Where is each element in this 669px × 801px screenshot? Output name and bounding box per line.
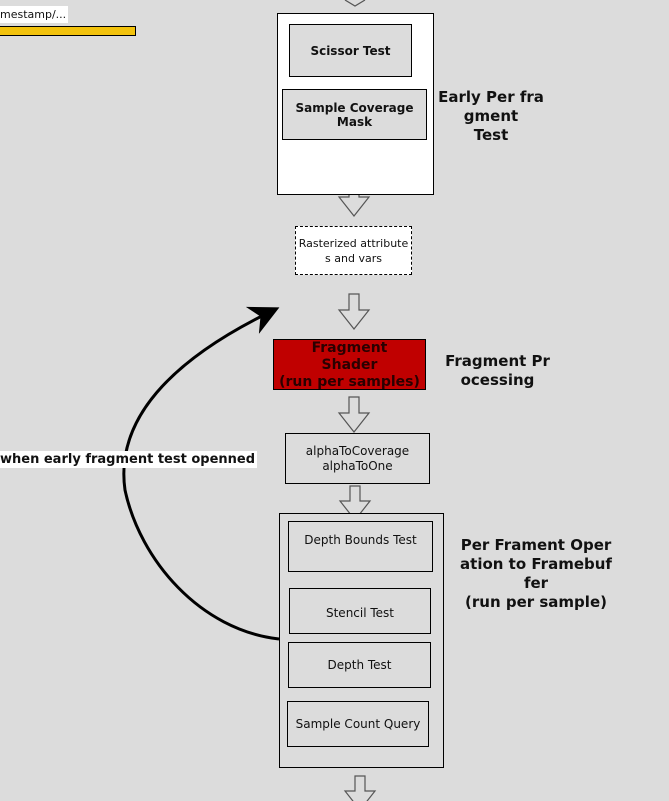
flow-arrow-icon bbox=[343, 775, 377, 801]
label-line: fer bbox=[523, 574, 549, 592]
label-line: (run per sample) bbox=[465, 593, 607, 611]
label-line: alphaToOne bbox=[322, 458, 393, 473]
flow-arrow-icon bbox=[344, 0, 366, 7]
fragment-shader-box[interactable]: Fragment Shader (run per samples) bbox=[273, 339, 426, 390]
label-line: Fragment Pr bbox=[445, 352, 550, 370]
label-line: s and vars bbox=[325, 251, 382, 265]
label-line: alphaToCoverage bbox=[305, 443, 410, 458]
progress-bar bbox=[0, 26, 136, 36]
timestamp-label: mestamp/... bbox=[0, 6, 69, 23]
label-line: Early Per fra bbox=[438, 88, 544, 106]
flow-arrow-icon bbox=[337, 396, 371, 433]
depth-bounds-test-box[interactable]: Depth Bounds Test bbox=[288, 521, 433, 572]
flow-arrow-icon bbox=[338, 485, 372, 521]
flow-arrow-icon bbox=[337, 293, 371, 330]
loop-back-arrow bbox=[122, 306, 280, 641]
label-line: Per Frament Oper bbox=[460, 536, 612, 554]
fragment-processing-label: Fragment Pr ocessing bbox=[440, 352, 555, 390]
label-line: Shader bbox=[321, 357, 378, 373]
sample-count-query-box[interactable]: Sample Count Query bbox=[287, 701, 429, 747]
alpha-to-coverage-box[interactable]: alphaToCoverage alphaToOne bbox=[285, 433, 430, 484]
label-line: Test bbox=[473, 126, 509, 144]
label-line: Rasterized attribute bbox=[298, 236, 409, 250]
depth-test-box[interactable]: Depth Test bbox=[288, 642, 431, 688]
label-line: Fragment bbox=[311, 340, 388, 356]
label-line: (run per samples) bbox=[279, 374, 420, 390]
early-fragment-test-note: when early fragment test openned bbox=[0, 451, 258, 468]
scissor-test-box[interactable]: Scissor Test bbox=[289, 24, 412, 77]
rasterized-attributes-box[interactable]: Rasterized attribute s and vars bbox=[295, 226, 412, 275]
label-line: ation to Framebuf bbox=[460, 555, 612, 573]
early-fragment-test-label: Early Per fra gment Test bbox=[436, 88, 546, 145]
label-line: gment bbox=[463, 107, 519, 125]
progress-bar-fill bbox=[0, 27, 135, 35]
stencil-test-box[interactable]: Stencil Test bbox=[289, 588, 431, 634]
sample-coverage-mask-box[interactable]: Sample Coverage Mask bbox=[282, 89, 427, 140]
per-fragment-operation-label: Per Frament Oper ation to Framebuf fer (… bbox=[460, 536, 612, 612]
label-line: ocessing bbox=[460, 371, 535, 389]
